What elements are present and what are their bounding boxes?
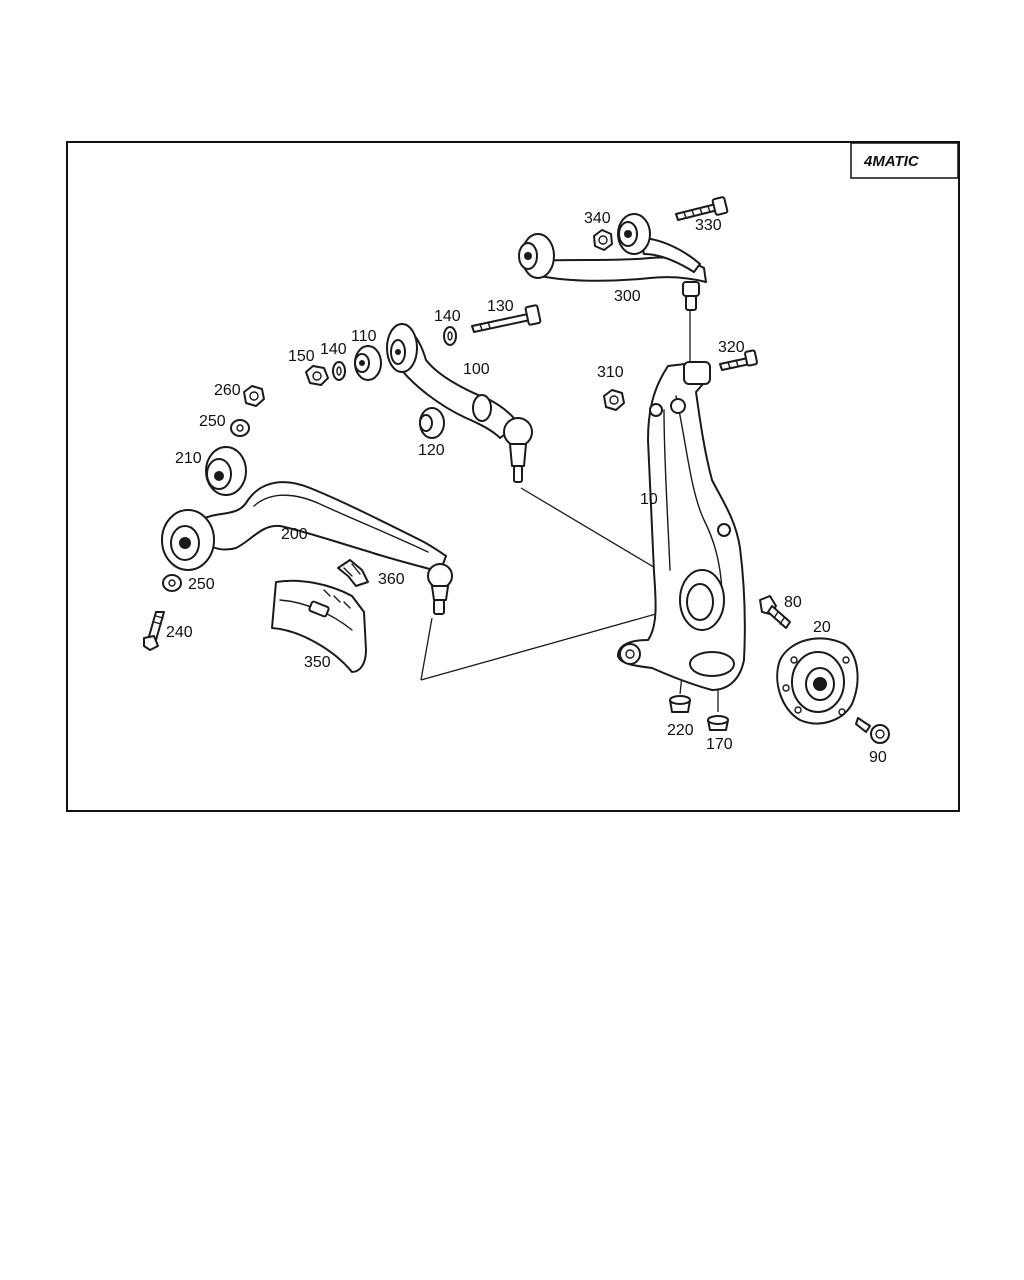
callout-20: 20 xyxy=(813,619,831,636)
callout-labels: 10 20 80 90 100 110 120 130 140 140 150 … xyxy=(166,210,887,766)
callout-140-a: 140 xyxy=(434,308,461,325)
lower-control-arm-200 xyxy=(161,481,453,615)
callout-210: 210 xyxy=(175,450,202,467)
upper-control-arm-300 xyxy=(518,213,707,311)
callout-90: 90 xyxy=(869,749,887,766)
callout-260: 260 xyxy=(214,382,241,399)
bolt-330 xyxy=(675,196,729,221)
bolt-90 xyxy=(855,717,890,744)
callout-200: 200 xyxy=(281,526,308,543)
washer-140-a xyxy=(443,326,457,346)
washer-140-b xyxy=(332,361,346,381)
callout-110: 110 xyxy=(351,328,377,345)
callout-360: 360 xyxy=(378,571,405,588)
washer-250-b xyxy=(162,574,182,592)
bolt-80 xyxy=(759,595,791,629)
badge-text: 4MATIC xyxy=(863,153,920,170)
callout-340: 340 xyxy=(584,210,611,227)
diagram-frame xyxy=(66,141,960,812)
steering-knuckle-10 xyxy=(617,361,746,691)
badge-4matic: 4MATIC xyxy=(850,142,959,179)
clip-360 xyxy=(337,559,369,587)
callout-80: 80 xyxy=(784,594,802,611)
callout-220: 220 xyxy=(667,722,694,739)
shield-350 xyxy=(271,579,367,673)
callout-100: 100 xyxy=(463,361,490,378)
nut-260 xyxy=(243,385,265,407)
callout-350: 350 xyxy=(304,654,331,671)
leader-lines xyxy=(420,310,719,712)
callout-150: 150 xyxy=(288,348,315,365)
bolt-240 xyxy=(143,611,165,651)
callout-310: 310 xyxy=(597,364,624,381)
bolt-130 xyxy=(471,304,542,333)
bushing-110 xyxy=(354,345,382,381)
nut-220 xyxy=(669,695,691,713)
nut-310 xyxy=(603,389,625,411)
callout-300: 300 xyxy=(614,288,641,305)
callout-250-a: 250 xyxy=(199,413,226,430)
nut-340 xyxy=(593,229,613,251)
callout-130: 130 xyxy=(487,298,514,315)
washer-250-a xyxy=(230,419,250,437)
callout-10: 10 xyxy=(640,491,658,508)
callout-240: 240 xyxy=(166,624,193,641)
callout-250-b: 250 xyxy=(188,576,215,593)
nut-170 xyxy=(707,715,729,731)
wheel-hub-20 xyxy=(776,637,859,725)
nut-150 xyxy=(305,365,329,386)
bushing-120 xyxy=(419,407,445,439)
lower-arm-100 xyxy=(386,323,533,483)
bushing-210 xyxy=(205,446,247,496)
callout-170: 170 xyxy=(706,736,733,753)
callout-120: 120 xyxy=(418,442,445,459)
callout-140-b: 140 xyxy=(320,341,347,358)
bolt-320 xyxy=(719,349,758,371)
callout-320: 320 xyxy=(718,339,745,356)
callout-330: 330 xyxy=(695,217,722,234)
